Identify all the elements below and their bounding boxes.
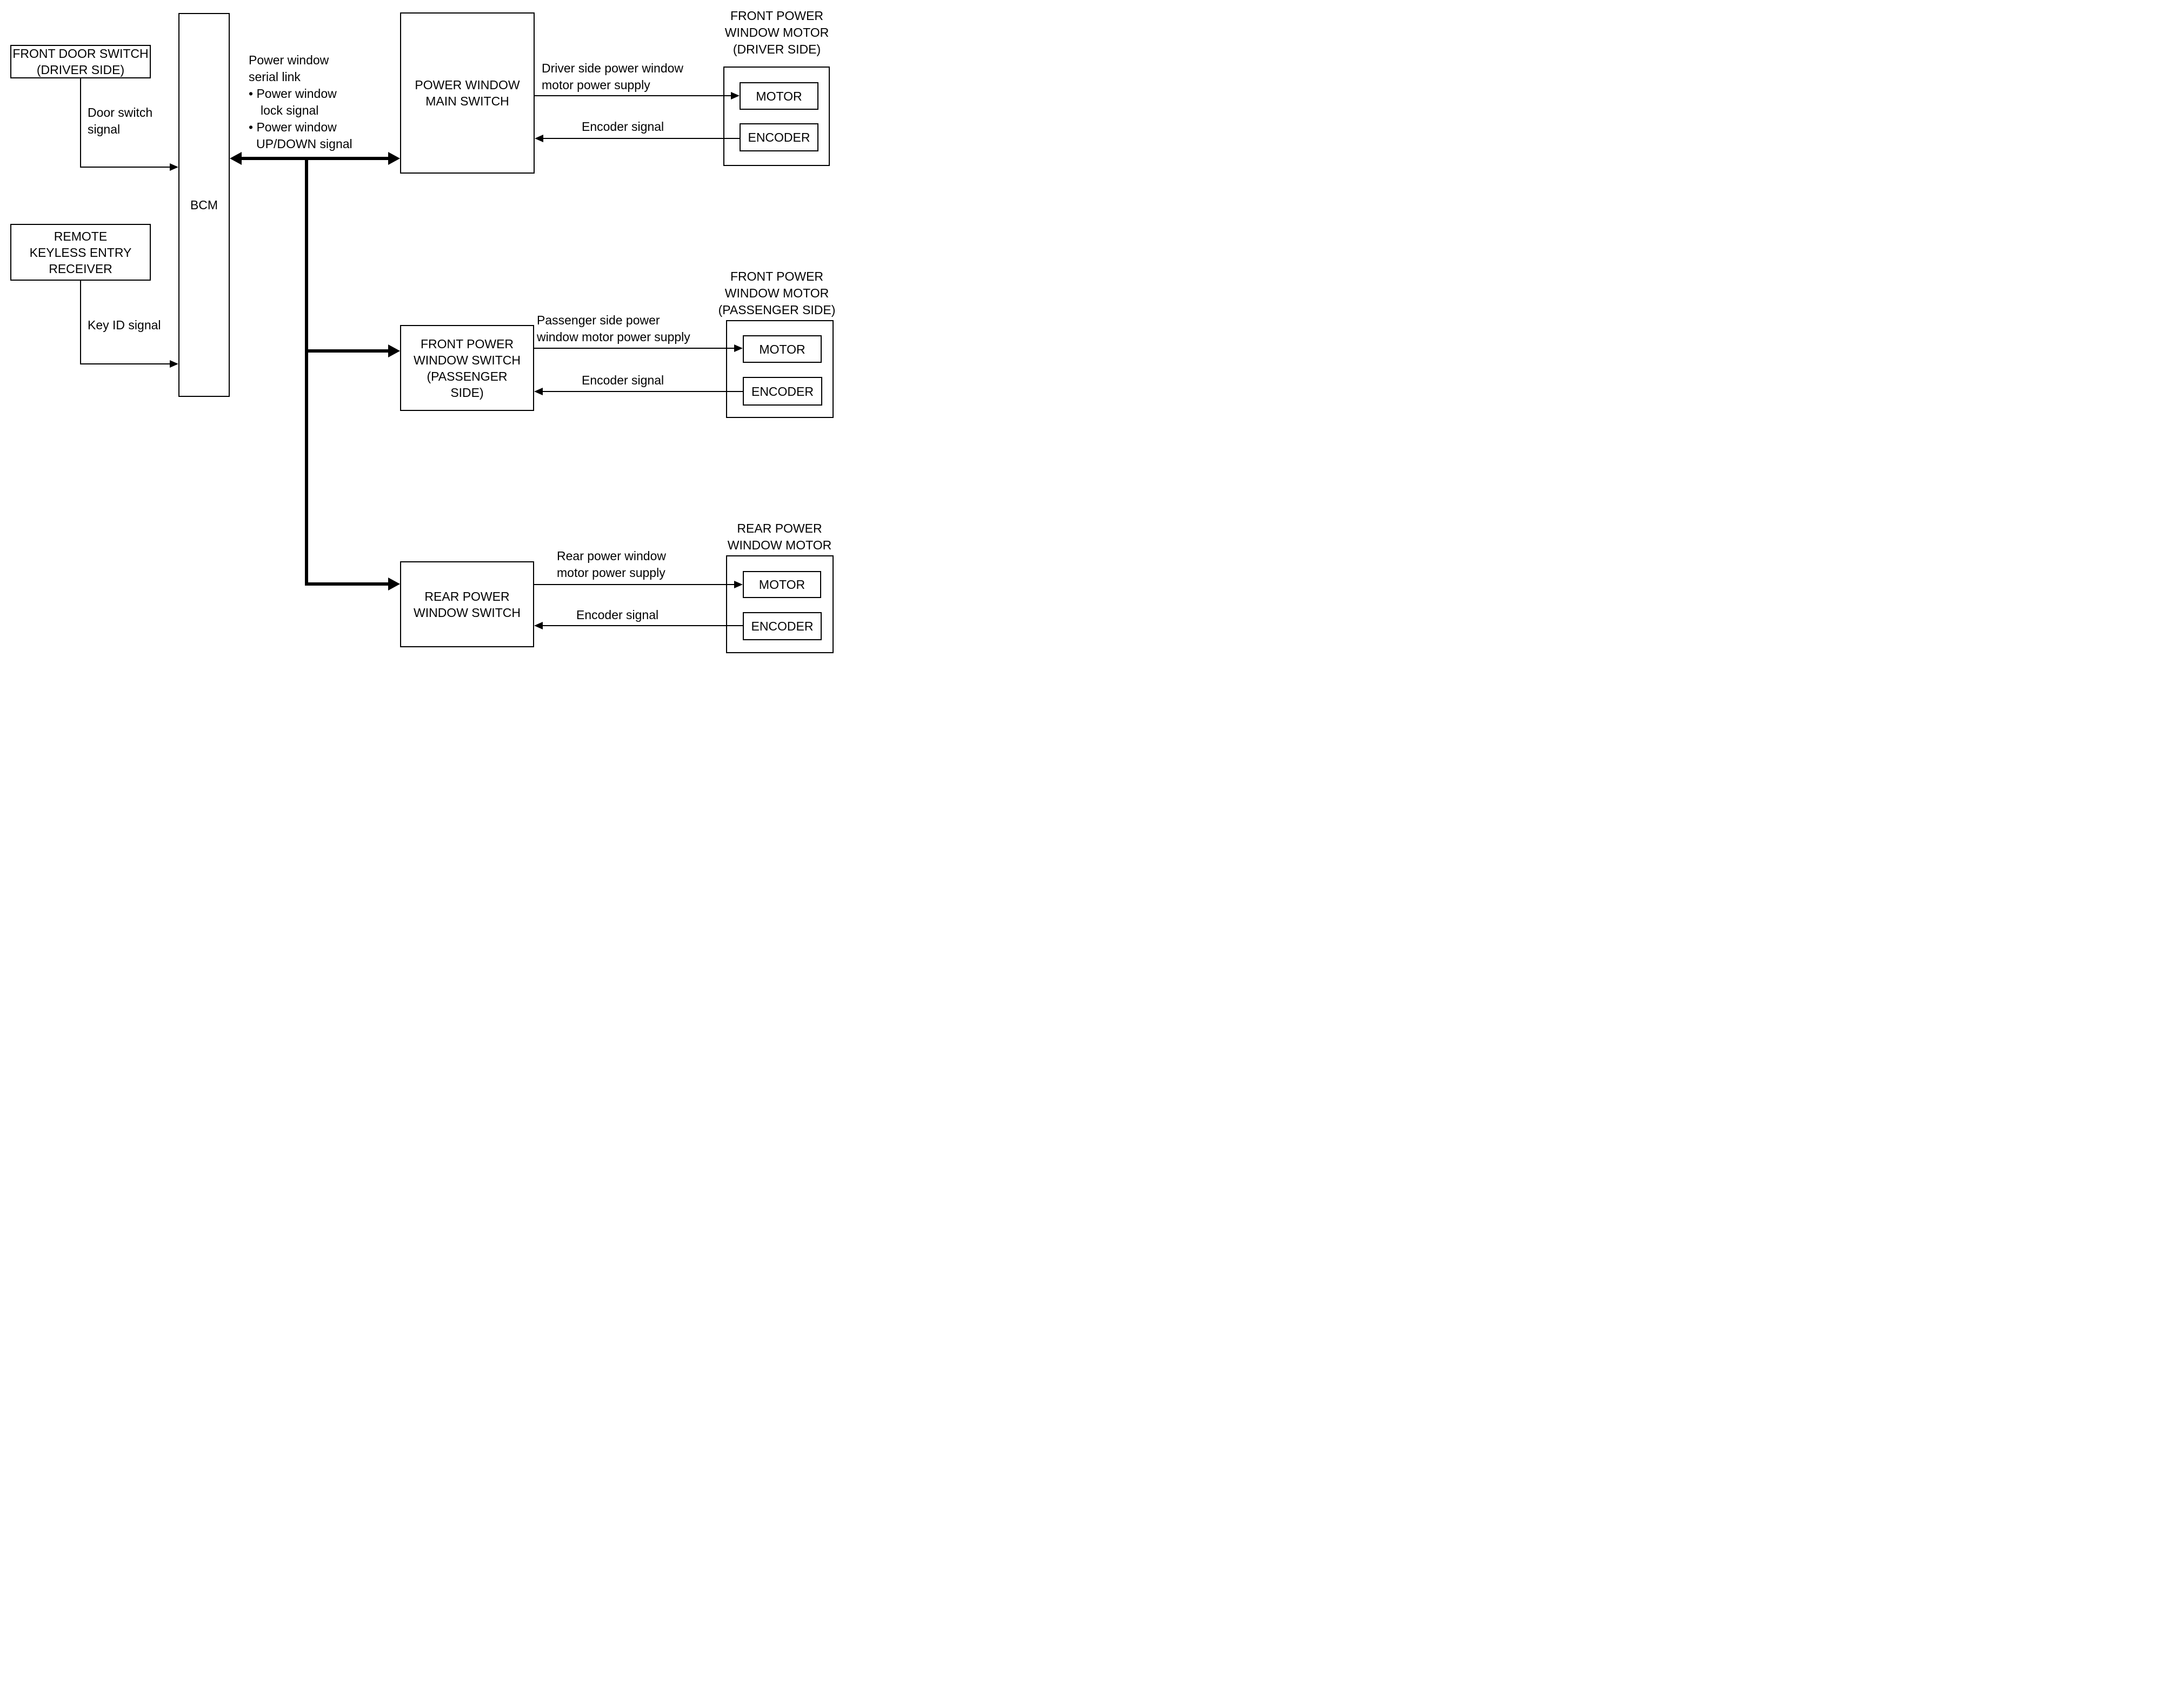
passenger-motor-title-line3: (PASSENGER SIDE)	[718, 303, 836, 317]
rear-motor-box: MOTOR	[743, 571, 821, 598]
remote-keyless-label-line2: KEYLESS ENTRY	[29, 245, 132, 260]
driver-supply-line2: motor power supply	[542, 78, 650, 92]
rear-encoder-line	[542, 625, 743, 626]
serial-link-line6: UP/DOWN signal	[256, 137, 352, 151]
rear-encoder-arrowhead-icon	[534, 622, 543, 629]
serial-link-arrowhead-left-icon	[230, 152, 242, 165]
key-id-line-horizontal	[80, 363, 171, 364]
driver-supply-line	[535, 95, 733, 96]
passenger-encoder-signal-label: Encoder signal	[582, 373, 664, 387]
rear-switch-label-line1: REAR POWER	[424, 589, 510, 603]
serial-link-line5: • Power window	[249, 120, 337, 134]
passenger-encoder-label: ENCODER	[751, 384, 814, 399]
rear-supply-line1: Rear power window	[557, 549, 666, 563]
rear-switch-label-line2: WINDOW SWITCH	[413, 605, 521, 620]
front-door-switch-label-line1: FRONT DOOR SWITCH	[12, 47, 149, 61]
power-window-system-diagram: FRONT DOOR SWITCH (DRIVER SIDE) REMOTE K…	[0, 0, 874, 680]
serial-link-line4: lock signal	[261, 103, 319, 117]
passenger-motor-title-line1: FRONT POWER	[730, 269, 824, 283]
main-switch-label-line1: POWER WINDOW	[415, 78, 520, 92]
rear-supply-line	[534, 584, 736, 585]
passenger-encoder-arrowhead-icon	[534, 388, 543, 395]
driver-motor-title-line3: (DRIVER SIDE)	[733, 42, 821, 56]
driver-supply-line1: Driver side power window	[542, 61, 684, 75]
serial-link-bar	[239, 157, 390, 160]
bcm-label: BCM	[190, 198, 218, 212]
bcm-node: BCM	[178, 13, 230, 397]
front-door-switch-label-line2: (DRIVER SIDE)	[36, 63, 125, 77]
serial-link-trunk-line	[305, 157, 308, 586]
rear-supply-line2: motor power supply	[557, 566, 665, 580]
remote-keyless-label-line3: RECEIVER	[49, 261, 112, 276]
driver-motor-title-line2: WINDOW MOTOR	[724, 25, 829, 39]
passenger-motor-box: MOTOR	[743, 335, 822, 363]
serial-link-label: Power window serial link • Power window …	[249, 52, 352, 152]
door-switch-signal-line1: Door switch	[88, 105, 153, 120]
rear-motor-title-line2: WINDOW MOTOR	[727, 538, 832, 552]
passenger-supply-line1: Passenger side power	[537, 313, 660, 327]
passenger-supply-line2: window motor power supply	[537, 330, 690, 344]
passenger-supply-label: Passenger side power window motor power …	[537, 312, 690, 346]
driver-encoder-line	[542, 138, 740, 139]
driver-encoder-box: ENCODER	[740, 123, 818, 151]
passenger-switch-label-line2: WINDOW SWITCH	[413, 353, 521, 367]
branch-rear-bar	[305, 582, 389, 586]
passenger-switch-label-line1: FRONT POWER	[420, 336, 514, 351]
key-id-signal-label: Key ID signal	[88, 318, 161, 332]
passenger-switch-label-line4: SIDE)	[450, 385, 484, 400]
main-switch-label-line2: MAIN SWITCH	[425, 94, 509, 108]
passenger-encoder-line	[542, 391, 743, 392]
remote-keyless-label-line1: REMOTE	[54, 229, 108, 243]
front-power-window-switch-passenger-node: FRONT POWER WINDOW SWITCH (PASSENGER SID…	[400, 325, 534, 411]
rear-encoder-label: ENCODER	[751, 619, 814, 633]
driver-motor-title-line1: FRONT POWER	[730, 9, 824, 23]
serial-link-line3: • Power window	[249, 87, 337, 101]
door-switch-signal-line2: signal	[88, 122, 121, 136]
driver-supply-arrowhead-icon	[731, 92, 740, 99]
door-switch-signal-label: Door switch signal	[88, 104, 152, 138]
door-switch-arrowhead-icon	[170, 163, 178, 171]
rear-power-window-motor-title: REAR POWER WINDOW MOTOR	[712, 520, 847, 554]
rear-power-window-switch-node: REAR POWER WINDOW SWITCH	[400, 561, 534, 647]
passenger-motor-title-line2: WINDOW MOTOR	[724, 286, 829, 300]
rear-encoder-box: ENCODER	[743, 612, 822, 640]
driver-encoder-arrowhead-icon	[535, 135, 543, 142]
passenger-supply-line	[534, 348, 736, 349]
branch-passenger-arrowhead-icon	[388, 344, 400, 357]
passenger-switch-label-line3: (PASSENGER	[427, 369, 508, 383]
key-id-arrowhead-icon	[170, 360, 178, 368]
front-power-window-motor-driver-title: FRONT POWER WINDOW MOTOR (DRIVER SIDE)	[709, 8, 844, 58]
serial-link-arrowhead-right-icon	[388, 152, 400, 165]
rear-supply-arrowhead-icon	[734, 581, 743, 588]
driver-motor-label: MOTOR	[756, 89, 802, 103]
branch-passenger-bar	[305, 349, 389, 353]
rear-supply-label: Rear power window motor power supply	[557, 548, 666, 581]
passenger-encoder-box: ENCODER	[743, 377, 822, 406]
rear-motor-label: MOTOR	[758, 578, 805, 592]
front-door-switch-node: FRONT DOOR SWITCH (DRIVER SIDE)	[10, 45, 151, 78]
driver-encoder-signal-label: Encoder signal	[582, 120, 664, 134]
key-id-line-vertical	[80, 281, 81, 364]
door-switch-line-vertical	[80, 78, 81, 167]
power-window-main-switch-node: POWER WINDOW MAIN SWITCH	[400, 12, 535, 174]
driver-encoder-label: ENCODER	[748, 130, 810, 144]
driver-motor-box: MOTOR	[740, 82, 818, 110]
serial-link-line1: Power window	[249, 53, 329, 67]
remote-keyless-entry-receiver-node: REMOTE KEYLESS ENTRY RECEIVER	[10, 224, 151, 281]
rear-motor-title-line1: REAR POWER	[737, 521, 822, 535]
driver-supply-label: Driver side power window motor power sup…	[542, 60, 683, 94]
passenger-motor-label: MOTOR	[759, 342, 805, 356]
branch-rear-arrowhead-icon	[388, 578, 400, 590]
rear-encoder-signal-label: Encoder signal	[576, 608, 659, 622]
serial-link-line2: serial link	[249, 70, 301, 84]
door-switch-line-horizontal	[80, 167, 171, 168]
passenger-supply-arrowhead-icon	[734, 344, 743, 352]
front-power-window-motor-passenger-title: FRONT POWER WINDOW MOTOR (PASSENGER SIDE…	[698, 268, 855, 318]
